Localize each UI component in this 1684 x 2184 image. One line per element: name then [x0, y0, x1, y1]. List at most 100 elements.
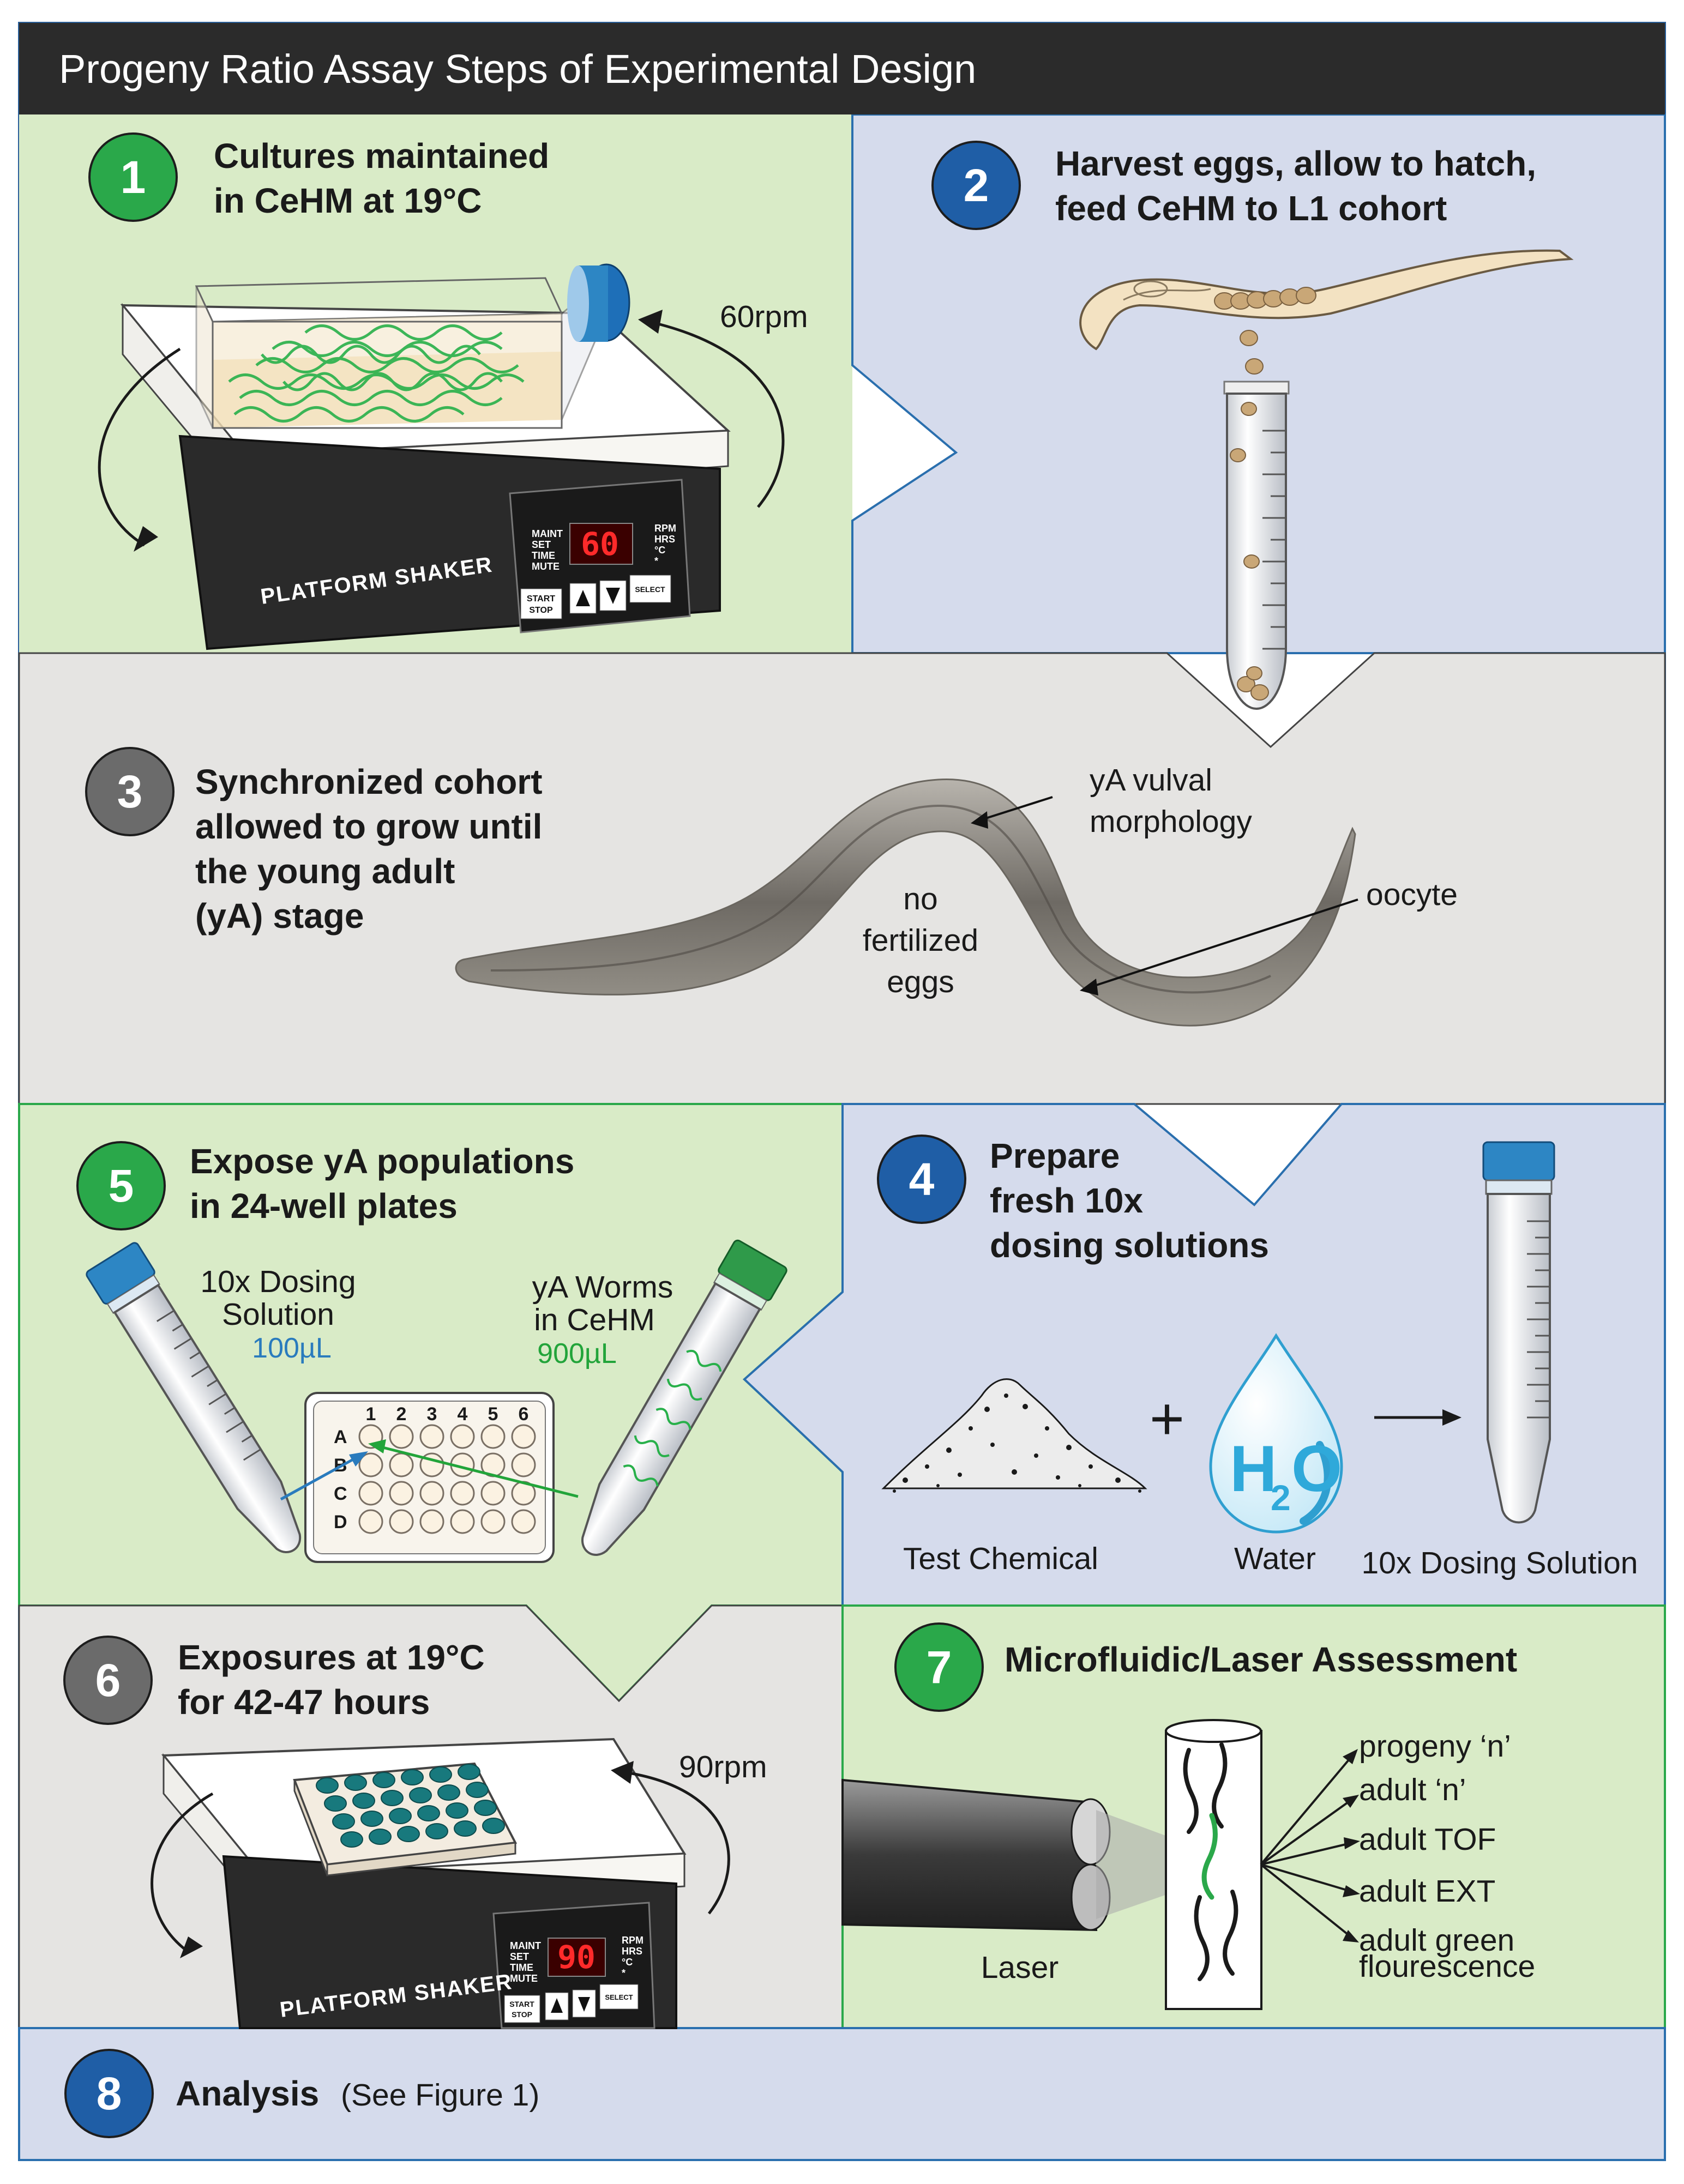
- step-6: 6 Exposures at 19°C for 42-47 hours: [63, 1636, 485, 1725]
- plate-well: [419, 1509, 444, 1534]
- exposure-well: [454, 1820, 477, 1837]
- panel-8-background: [18, 2027, 1666, 2161]
- exposure-well: [360, 1811, 383, 1827]
- exposure-well: [466, 1782, 489, 1798]
- step-2: 2 Harvest eggs, allow to hatch, feed CeH…: [931, 141, 1536, 230]
- rotation-arrow-right-2: [621, 1770, 730, 1915]
- exposure-well: [372, 1772, 395, 1788]
- step-4-line3: dosing solutions: [990, 1226, 1269, 1265]
- shaker-1-select-button[interactable]: [629, 575, 671, 603]
- step-2-line1: Harvest eggs, allow to hatch,: [1055, 144, 1536, 183]
- page-title: Progeny Ratio Assay Steps of Experimenta…: [59, 46, 976, 92]
- test-chemical-powder: [881, 1378, 1147, 1493]
- plate-column-label: 1: [366, 1404, 376, 1425]
- plate-well: [480, 1481, 506, 1506]
- flow-cell: [1165, 1719, 1262, 2010]
- dosing-solution-tube: [1482, 1141, 1555, 1524]
- svg-text:SELECT: SELECT: [605, 1993, 633, 2001]
- step-3-line1: Synchronized cohort: [195, 762, 543, 801]
- plate-well: [511, 1424, 536, 1449]
- rotation-arrow-right-1: [648, 320, 785, 508]
- exposure-well: [458, 1764, 480, 1780]
- title-bar: [19, 23, 1665, 114]
- svg-text:RPM: RPM: [622, 1935, 643, 1946]
- svg-text:STOP: STOP: [529, 606, 553, 615]
- svg-text:MUTE: MUTE: [510, 1973, 538, 1984]
- exposure-well: [389, 1808, 412, 1824]
- adult-worm-laying-eggs: [1079, 249, 1574, 375]
- shaker-2-select-button[interactable]: [599, 1984, 639, 2010]
- svg-text:°C: °C: [654, 545, 665, 556]
- exposure-well: [401, 1769, 424, 1785]
- exposure-well: [381, 1790, 404, 1806]
- plate-well: [419, 1424, 444, 1449]
- platform-shaker-2: 90 MAINT SET TIME MUTE RPM HRS °C * STAR…: [161, 1737, 687, 2029]
- svg-text:HRS: HRS: [654, 534, 675, 545]
- output-adult-green: adult green: [1359, 1923, 1514, 1958]
- svg-text:MUTE: MUTE: [532, 561, 560, 572]
- oocyte-pointer: [1087, 898, 1358, 989]
- svg-text:RPM: RPM: [654, 523, 676, 534]
- plate-well: [419, 1481, 444, 1506]
- exposure-well: [332, 1813, 355, 1830]
- shaker-1-start-button[interactable]: [520, 588, 562, 619]
- shaker-1-display: 60: [581, 526, 619, 563]
- step-8: 8 Analysis (See Figure 1): [64, 2049, 539, 2138]
- water-drop-icon: H 2 O: [1209, 1333, 1343, 1534]
- plate-column-label: 6: [519, 1404, 529, 1425]
- svg-text:HRS: HRS: [622, 1946, 642, 1957]
- dosing-tube-blue: [86, 1242, 302, 1553]
- exposure-well: [417, 1805, 440, 1821]
- worm-volume: 900µL: [537, 1338, 617, 1369]
- svg-text:2: 2: [1271, 1477, 1291, 1518]
- step-5: 5 Expose yA populations in 24-well plate…: [76, 1141, 574, 1230]
- step-3-line2: allowed to grow until: [195, 807, 542, 846]
- plate-column-label: 2: [396, 1404, 407, 1425]
- step-5-number: 5: [109, 1160, 134, 1211]
- plate-well: [389, 1481, 414, 1506]
- shaker-2-speed: 90rpm: [679, 1749, 767, 1784]
- exposure-plate: [293, 1762, 518, 1877]
- svg-text:STOP: STOP: [512, 2010, 532, 2019]
- worm-tube-label-line2: in CeHM: [534, 1302, 655, 1337]
- plate-well: [450, 1481, 475, 1506]
- output-adult-ext: adult EXT: [1359, 1874, 1495, 1909]
- dosing-solution-label: 10x Dosing Solution: [1362, 1546, 1638, 1580]
- svg-text:START: START: [527, 594, 555, 604]
- svg-text:*: *: [622, 1968, 626, 1978]
- shaker-2-start-button[interactable]: [504, 1995, 540, 2023]
- svg-text:O: O: [1291, 1432, 1342, 1505]
- svg-text:°C: °C: [622, 1957, 633, 1968]
- exposure-well: [340, 1831, 363, 1848]
- step-5-badge: [76, 1141, 166, 1230]
- plate-well: [450, 1424, 475, 1449]
- test-chemical-label: Test Chemical: [903, 1541, 1098, 1576]
- plate-row-label: C: [334, 1483, 347, 1504]
- step-6-badge: [63, 1636, 153, 1725]
- water-label: Water: [1234, 1541, 1316, 1576]
- plate-well: [389, 1424, 414, 1449]
- step-6-line1: Exposures at 19°C: [178, 1638, 485, 1677]
- vulva-label-line2: morphology: [1090, 804, 1252, 839]
- exposure-well: [324, 1795, 347, 1812]
- exposure-well: [425, 1823, 448, 1839]
- exposure-well: [316, 1777, 339, 1794]
- step-4-badge: [877, 1135, 966, 1224]
- step-7-number: 7: [927, 1642, 952, 1693]
- laser-label: Laser: [981, 1950, 1059, 1985]
- exposure-well: [369, 1829, 392, 1845]
- step-1-number: 1: [121, 152, 146, 203]
- step-4: 4 Prepare fresh 10x dosing solutions: [877, 1135, 1269, 1265]
- step-6-line2: for 42-47 hours: [178, 1682, 430, 1722]
- output-adult-tof: adult TOF: [1359, 1822, 1496, 1857]
- svg-text:SET: SET: [510, 1951, 529, 1962]
- step-6-number: 6: [95, 1655, 121, 1706]
- step-7-badge: [894, 1622, 984, 1712]
- output-progeny-n: progeny ‘n’: [1359, 1729, 1511, 1764]
- svg-text:START: START: [509, 2000, 534, 2008]
- step-4-number: 4: [909, 1154, 935, 1205]
- step-5-line1: Expose yA populations: [190, 1142, 574, 1181]
- step-1: 1 Cultures maintained in CeHM at 19°C: [88, 132, 549, 222]
- svg-text:*: *: [654, 556, 658, 566]
